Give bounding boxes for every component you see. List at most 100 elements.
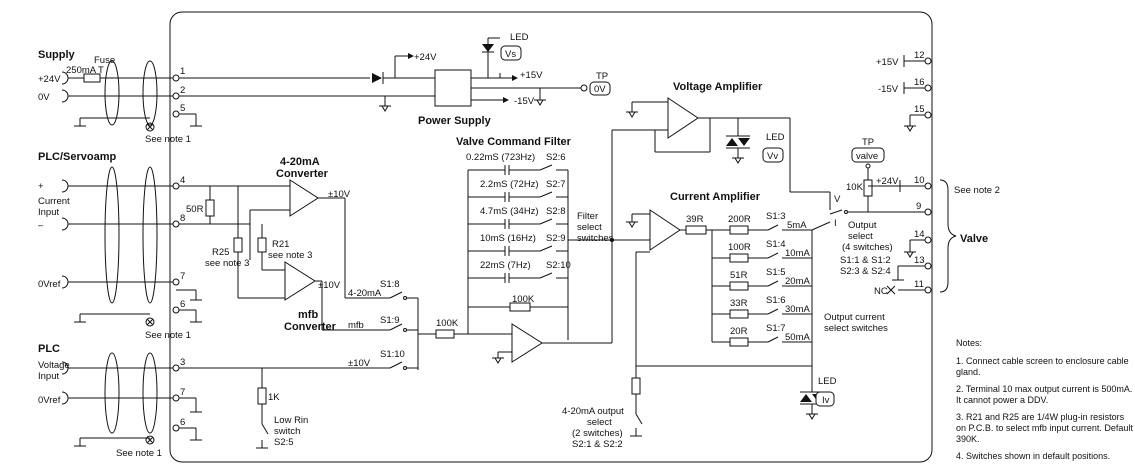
ps-minus15-label: -15V bbox=[514, 96, 535, 107]
note-4: 4. Switches shown in default positions. bbox=[956, 451, 1111, 461]
r39-label: 39R bbox=[686, 214, 704, 225]
vs-led-box bbox=[500, 45, 522, 61]
ca-ma-3: 20mA bbox=[785, 276, 810, 287]
lowrin-label-2: switch bbox=[274, 426, 300, 437]
terminal-13: 13 bbox=[914, 255, 925, 266]
power-supply-box bbox=[434, 69, 472, 107]
s19-label: S1:9 bbox=[380, 315, 400, 326]
filter-sw-3: S2:8 bbox=[546, 206, 566, 217]
ca-r-3: 51R bbox=[730, 270, 748, 281]
mfb-heading-1: mfb bbox=[298, 309, 318, 321]
filter-heading: Valve Command Filter bbox=[456, 136, 572, 148]
tp-valve-label: valve bbox=[856, 151, 878, 162]
current-select-1: Output current bbox=[824, 312, 885, 323]
filter-cap-5: 22mS (7Hz) bbox=[480, 260, 531, 271]
s18-label: S1:8 bbox=[380, 279, 400, 290]
filter-cap-1: 0.22mS (723Hz) bbox=[466, 152, 535, 163]
tp-0v-box bbox=[589, 81, 611, 96]
notes-panel: Notes: 1. Connect cable screen to enclos… bbox=[956, 338, 1134, 468]
current-input-plus: + bbox=[38, 181, 44, 192]
terminal-8: 8 bbox=[180, 213, 185, 224]
conv-pm10-a: ±10V bbox=[328, 189, 351, 200]
right-terminals bbox=[886, 55, 957, 295]
terminal-14: 14 bbox=[914, 229, 925, 240]
terminal-6a: 6 bbox=[180, 299, 185, 310]
see-note-2: See note 2 bbox=[954, 185, 1000, 196]
terminal-12: 12 bbox=[914, 50, 925, 61]
ca-sw-2: S1:4 bbox=[766, 239, 786, 250]
ps-plus15-label: +15V bbox=[520, 70, 543, 81]
ps-24v-label: +24V bbox=[414, 52, 437, 63]
current-amp-circuit bbox=[612, 209, 831, 437]
converter-circuits bbox=[179, 179, 512, 449]
pm10-label: ±10V bbox=[348, 358, 371, 369]
ca-sw-1: S1:3 bbox=[766, 211, 786, 222]
power-supply-heading: Power Supply bbox=[418, 115, 492, 127]
plc-heading: PLC bbox=[38, 343, 60, 355]
ca-ma-4: 30mA bbox=[785, 304, 810, 315]
r25-label-1: R25 bbox=[212, 247, 229, 258]
os-v: V bbox=[834, 194, 841, 205]
filter-100k-label: 100K bbox=[512, 294, 535, 305]
voltage-amp-circuit bbox=[612, 97, 831, 210]
r25-label-2: see note 3 bbox=[205, 258, 249, 269]
left-terminals bbox=[172, 74, 180, 432]
filter-sw-2: S2:7 bbox=[546, 179, 566, 190]
fuse-label-1: Fuse bbox=[94, 55, 115, 66]
supply-heading: Supply bbox=[38, 49, 76, 61]
ca-r-5: 20R bbox=[730, 326, 748, 337]
filter-cap-2: 2.2mS (72Hz) bbox=[480, 179, 539, 190]
mfb-signal-label: mfb bbox=[348, 320, 364, 331]
mfb-heading-2: Converter bbox=[284, 321, 337, 333]
terminal-7a: 7 bbox=[180, 271, 185, 282]
conv-pm10-b: ±10V bbox=[318, 280, 341, 291]
converter-420-heading-1: 4-20mA bbox=[280, 156, 320, 168]
terminal-2: 2 bbox=[180, 85, 185, 96]
terminal-3: 3 bbox=[180, 357, 185, 368]
enclosure-outline bbox=[169, 11, 933, 463]
plc-servoamp-heading: PLC/Servoamp bbox=[38, 151, 117, 163]
vv-led-box bbox=[762, 147, 784, 163]
voltage-amp-heading: Voltage Amplifier bbox=[673, 81, 763, 93]
filter-cap-3: 4.7mS (34Hz) bbox=[480, 206, 539, 217]
ma420-select-2: select bbox=[587, 417, 612, 428]
ca-ma-1: 5mA bbox=[787, 220, 807, 231]
supply-see-note: See note 1 bbox=[145, 134, 191, 145]
terminal-4: 4 bbox=[180, 175, 185, 186]
lowrin-label-3: S2:5 bbox=[274, 437, 294, 448]
terminal-16: 16 bbox=[914, 77, 925, 88]
notes-title: Notes: bbox=[956, 338, 983, 348]
ca-r-1: 200R bbox=[728, 214, 751, 225]
os-l5: S2:3 & S2:4 bbox=[840, 266, 891, 277]
servo-see-note: See note 1 bbox=[145, 330, 191, 341]
terminal-10: 10 bbox=[914, 175, 925, 186]
r21-label-1: R21 bbox=[272, 239, 289, 250]
supply-24v-label: +24V bbox=[38, 74, 61, 85]
ma420-select-3: (2 switches) bbox=[572, 428, 623, 439]
current-amp-heading: Current Amplifier bbox=[670, 191, 761, 203]
ma420-label: 4-20mA bbox=[348, 288, 382, 299]
vv-led-label: LED bbox=[766, 132, 785, 143]
filter-select-3: switches bbox=[577, 233, 614, 244]
terminal-9: 9 bbox=[916, 201, 921, 212]
valve-heading: Valve bbox=[960, 233, 988, 245]
ps-led-label: LED bbox=[510, 32, 529, 43]
terminal-15: 15 bbox=[914, 104, 925, 115]
current-input-label-2: Input bbox=[38, 207, 59, 218]
filter-select-2: select bbox=[577, 222, 602, 233]
vs-label: Vs bbox=[505, 49, 516, 60]
ca-sw-5: S1:7 bbox=[766, 323, 786, 334]
note-3: 3. R21 and R25 are 1/4W plug-in resistor… bbox=[956, 412, 1133, 444]
servo-0vref-label: 0Vref bbox=[38, 279, 61, 290]
lowrin-label-1: Low Rin bbox=[274, 415, 308, 426]
os-l2: select bbox=[848, 231, 873, 242]
os-r10k: 10K bbox=[846, 182, 864, 193]
terminal-6b: 6 bbox=[180, 417, 185, 428]
power-supply-circuit bbox=[179, 37, 588, 112]
ca-sw-3: S1:5 bbox=[766, 267, 786, 278]
ma420-select-4: S2:1 & S2:2 bbox=[572, 439, 623, 450]
r1k-label: 1K bbox=[268, 392, 280, 403]
ca-r-2: 100R bbox=[728, 242, 751, 253]
r21-label-2: see note 3 bbox=[268, 250, 312, 261]
